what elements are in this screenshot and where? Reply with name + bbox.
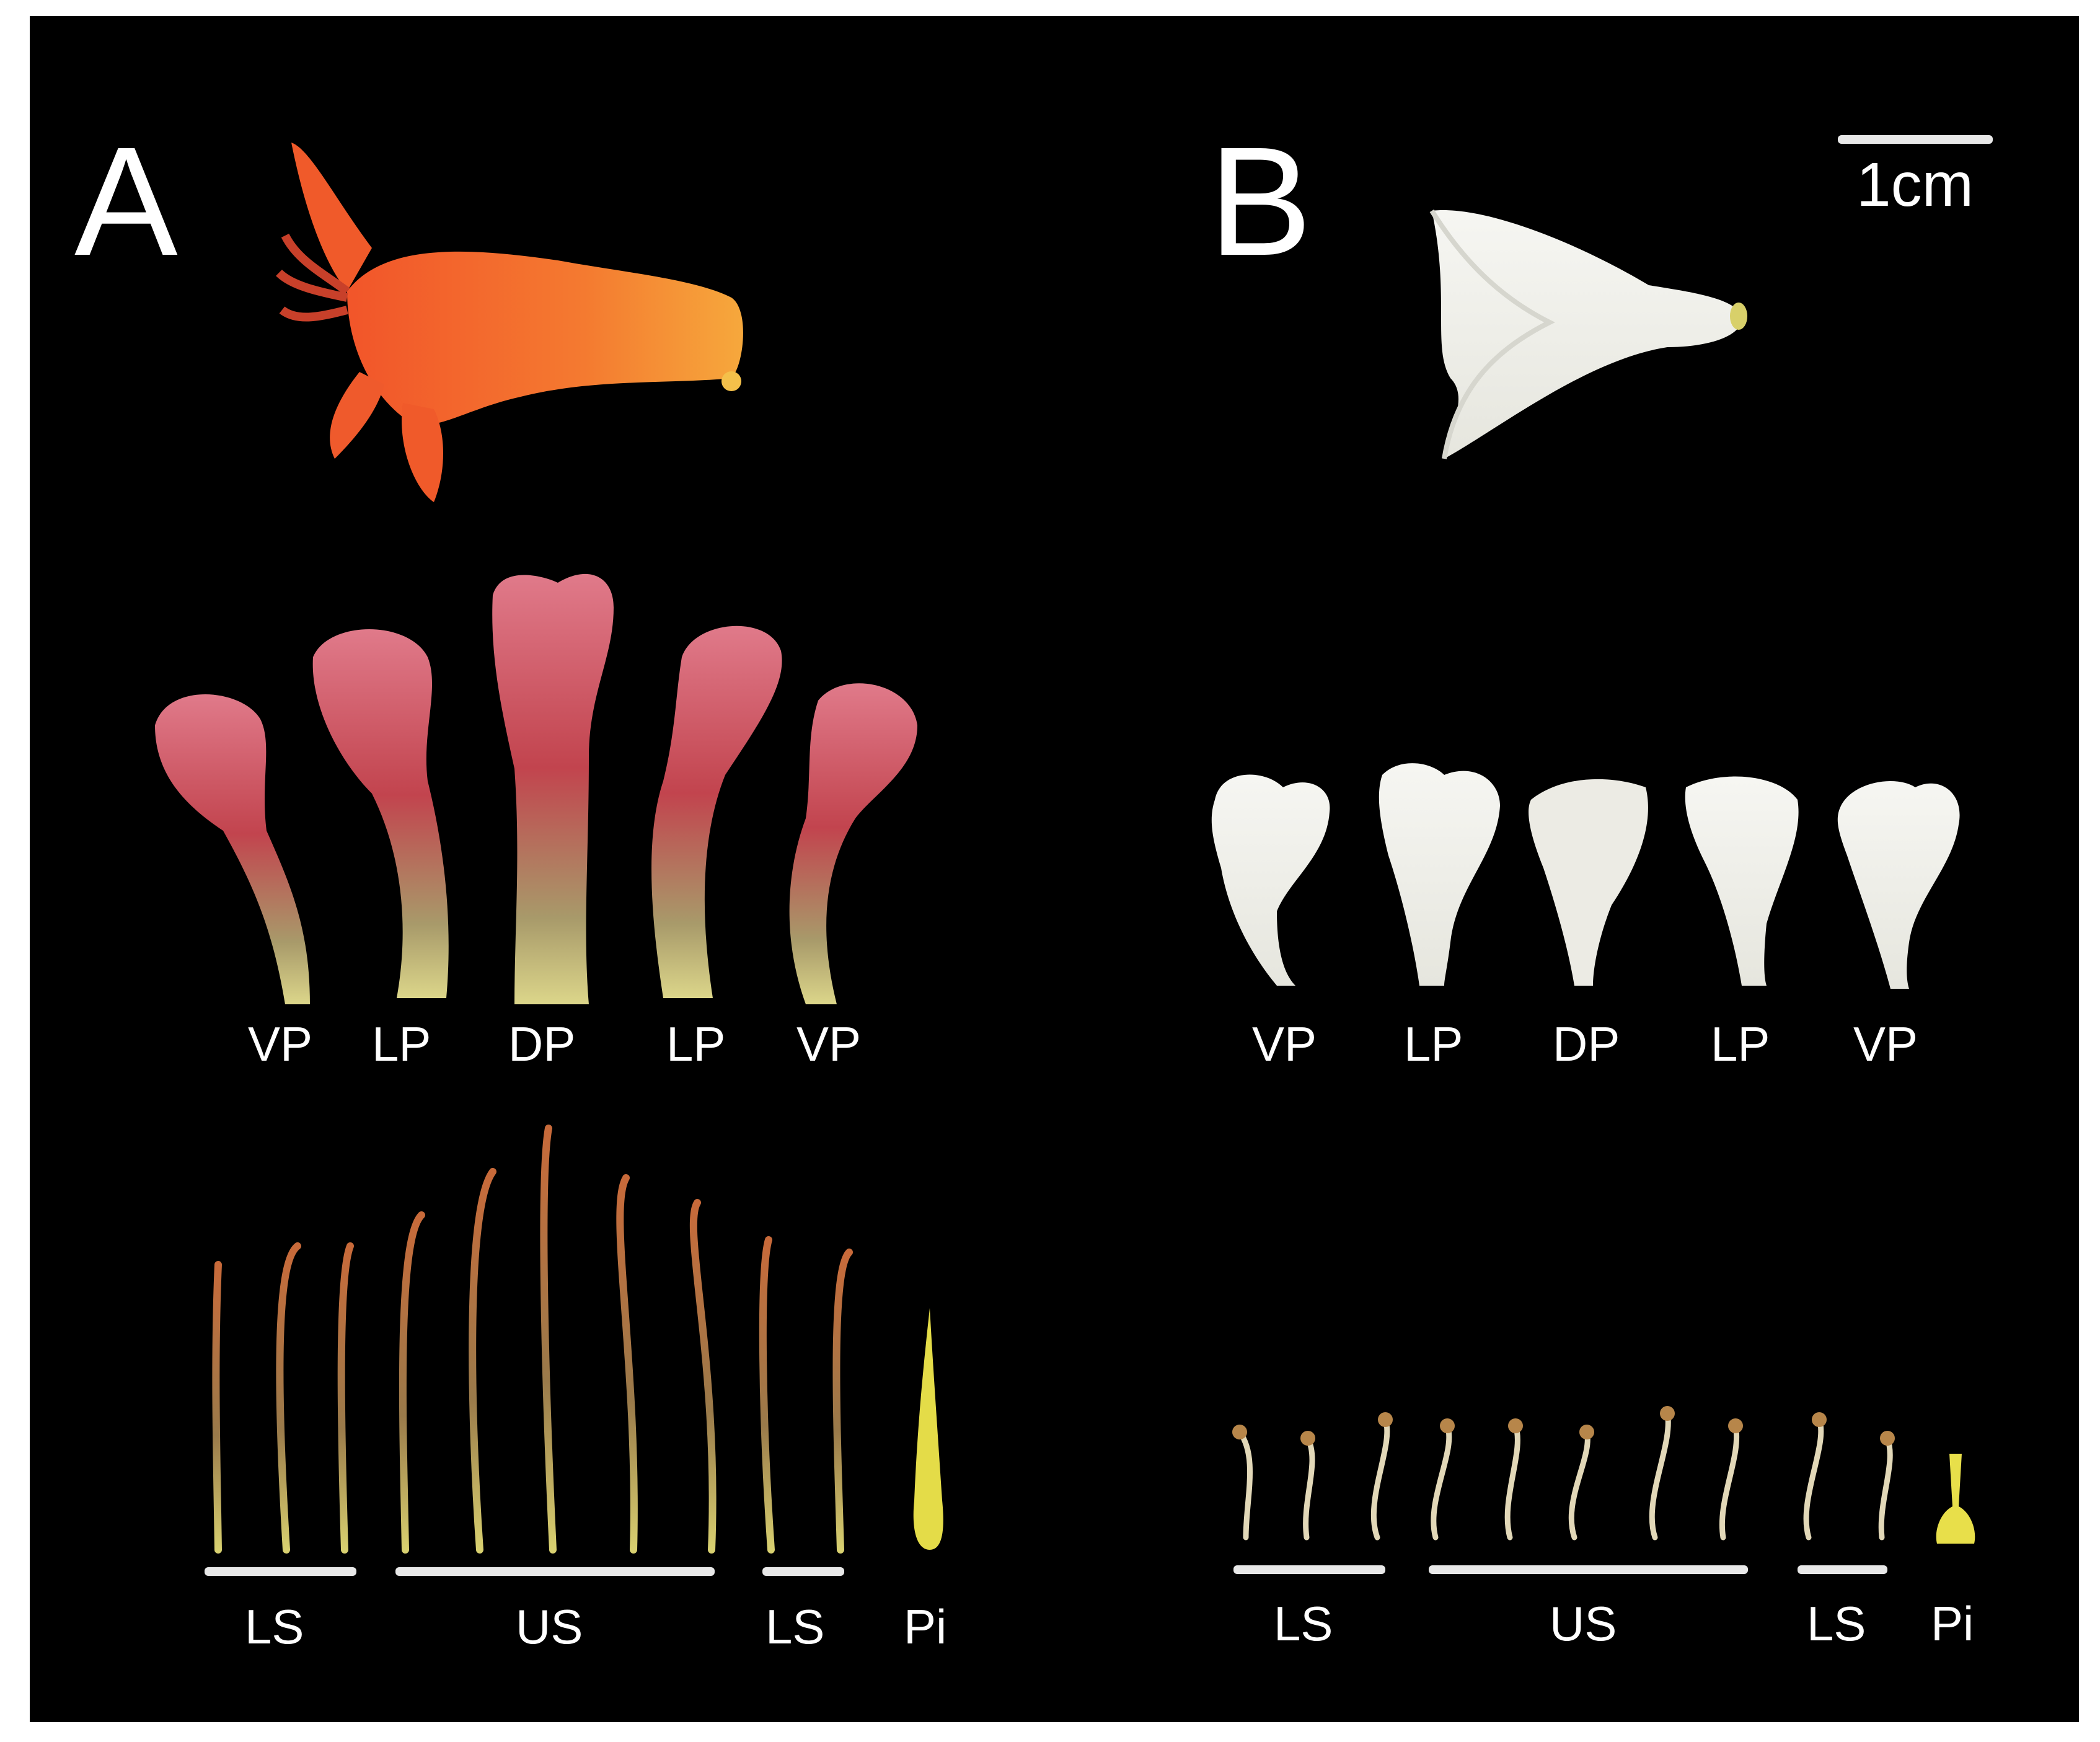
group-bar-us bbox=[1429, 1565, 1748, 1574]
anthers-b bbox=[1232, 1406, 1895, 1446]
stamen-group-label: LS bbox=[245, 1599, 304, 1654]
group-bar-us bbox=[395, 1567, 715, 1576]
petals-a bbox=[155, 573, 917, 1004]
stamen-group-label: LS bbox=[1274, 1596, 1333, 1651]
group-bar-ls bbox=[1798, 1565, 1887, 1574]
scale-bar bbox=[1838, 135, 1993, 144]
stamen-group-label: LS bbox=[1807, 1596, 1866, 1651]
petals-b bbox=[1211, 763, 1960, 989]
petal-label: VP bbox=[1252, 1017, 1317, 1071]
group-bar-ls bbox=[1233, 1565, 1385, 1574]
stamens-a bbox=[212, 1125, 853, 1554]
group-bar-ls bbox=[762, 1567, 844, 1576]
pistil-label: Pi bbox=[1931, 1596, 1974, 1651]
stamen-group-label: US bbox=[516, 1599, 583, 1654]
petal-label: LP bbox=[1711, 1017, 1770, 1071]
scale-bar-label: 1cm bbox=[1856, 150, 1974, 219]
petal-label: DP bbox=[1553, 1017, 1620, 1071]
panel-label-b: B bbox=[1209, 115, 1312, 288]
pistil-label: Pi bbox=[904, 1599, 947, 1654]
flower-b bbox=[1429, 209, 1747, 459]
petal-label: VP bbox=[796, 1017, 862, 1071]
petal-label: LP bbox=[666, 1017, 726, 1071]
panel-label-a: A bbox=[74, 115, 178, 288]
stamen-group-label: LS bbox=[765, 1599, 825, 1654]
stamen-group-label: US bbox=[1550, 1596, 1617, 1651]
pistil-b bbox=[1936, 1454, 1975, 1544]
petal-label: VP bbox=[1853, 1017, 1918, 1071]
petal-label: DP bbox=[508, 1017, 576, 1071]
petal-label: VP bbox=[248, 1017, 313, 1071]
stamens-b bbox=[1237, 1410, 1893, 1541]
petal-label: LP bbox=[1404, 1017, 1463, 1071]
group-bar-ls bbox=[205, 1567, 356, 1576]
pistil-a bbox=[913, 1308, 943, 1550]
petal-label: LP bbox=[372, 1017, 431, 1071]
flower-a bbox=[276, 143, 743, 502]
